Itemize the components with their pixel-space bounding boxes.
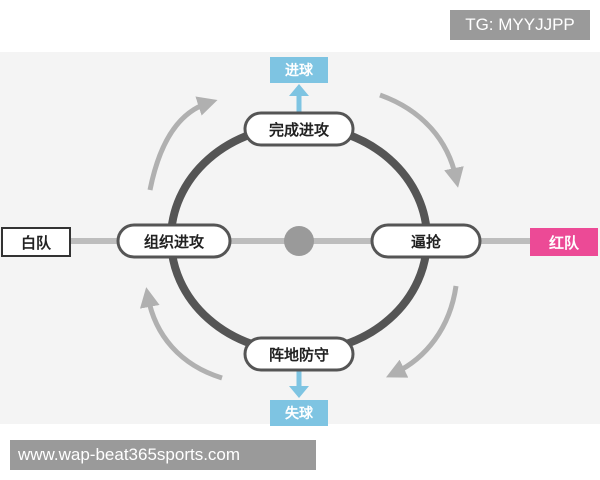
- score-label: 进球: [285, 62, 314, 79]
- concede-label: 失球: [285, 405, 314, 422]
- team-white-label: 白队: [21, 234, 52, 252]
- telegram-watermark: TG: MYYJJPP: [450, 10, 590, 40]
- node-finish-attack: [243, 111, 355, 147]
- node-positional-defense: [243, 336, 355, 372]
- node-build-attack: [116, 223, 232, 259]
- team-red-label: 红队: [549, 234, 580, 252]
- concede-box: [270, 400, 328, 426]
- url-watermark: www.wap-beat365sports.com: [10, 440, 316, 470]
- team-red-box: [530, 228, 598, 256]
- score-arrow-head: [289, 84, 309, 96]
- arrow-upper-right: [379, 92, 464, 188]
- arrow-upper-left: [147, 96, 218, 191]
- node-finish-attack-label: 完成进攻: [269, 121, 330, 139]
- node-build-attack-label: 组织进攻: [144, 233, 205, 251]
- arrow-lower-left: [139, 287, 223, 381]
- team-white-box: [1, 227, 71, 257]
- node-press: [370, 223, 482, 259]
- score-box: [270, 57, 328, 83]
- node-press-label: 逼抢: [411, 233, 442, 251]
- node-positional-defense-label: 阵地防守: [269, 346, 329, 364]
- arrow-lower-right: [386, 285, 459, 378]
- center-dot: [284, 226, 314, 256]
- concede-arrow-head: [289, 386, 309, 398]
